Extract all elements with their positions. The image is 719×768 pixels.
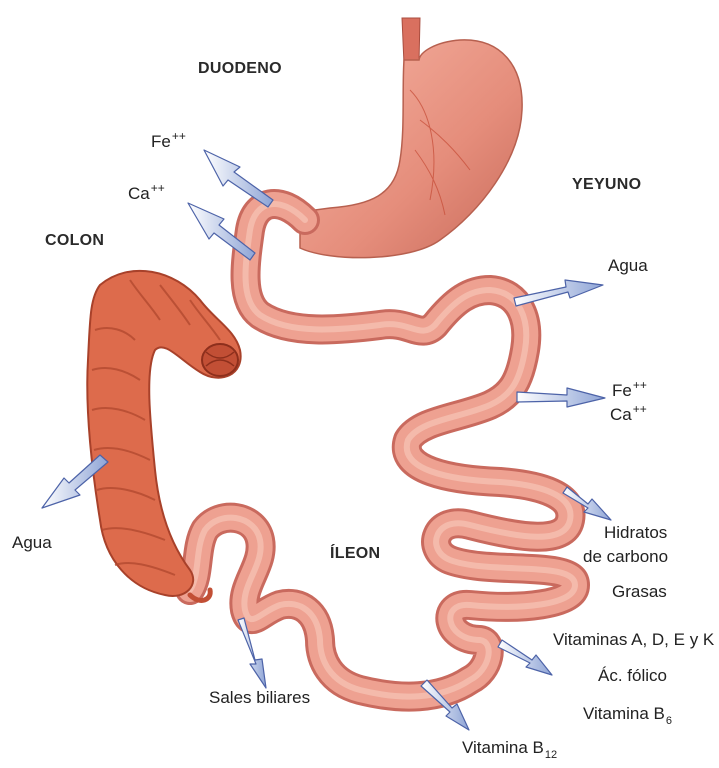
label-grasas: Grasas (612, 582, 667, 602)
label-ca-yeyuno-text: Ca (610, 405, 632, 424)
label-ca-duodeno-charge: ++ (151, 181, 165, 195)
label-vitamina-b12: Vitamina B12 (462, 738, 557, 765)
label-hidratos-line2: de carbono (583, 547, 668, 567)
label-vitamina-b12-subscript: 12 (545, 749, 557, 761)
arrow-fe-duodeno (204, 150, 273, 207)
region-ileon: ÍLEON (330, 545, 380, 563)
stomach (300, 40, 522, 258)
label-ca-duodeno: Ca++ (128, 178, 165, 204)
label-ca-duodeno-text: Ca (128, 184, 150, 203)
label-ca-yeyuno-charge: ++ (633, 402, 647, 416)
label-vitaminas: Vitaminas A, D, E y K (553, 630, 714, 650)
label-fe-yeyuno-charge: ++ (633, 378, 647, 392)
label-hidratos-line1: Hidratos (604, 523, 667, 543)
label-vitamina-b6: Vitamina B6 (583, 704, 672, 731)
region-duodeno: DUODENO (198, 60, 282, 78)
region-yeyuno: YEYUNO (572, 176, 641, 194)
label-fe-duodeno-charge: ++ (172, 129, 186, 143)
label-sales-biliares: Sales biliares (209, 688, 310, 708)
label-fe-duodeno-text: Fe (151, 132, 171, 151)
label-vitamina-b6-text: Vitamina B (583, 704, 665, 723)
label-agua-colon: Agua (12, 533, 52, 553)
label-ac-folico: Ác. fólico (598, 666, 667, 686)
arrow-vitaminas (498, 640, 552, 675)
label-fe-yeyuno: Fe++ (612, 375, 647, 401)
region-colon: COLON (45, 232, 104, 250)
esophagus (402, 18, 420, 64)
label-fe-duodeno: Fe++ (151, 126, 186, 152)
label-agua-yeyuno: Agua (608, 256, 648, 276)
colon (87, 271, 240, 596)
label-vitamina-b6-subscript: 6 (666, 715, 672, 727)
label-ca-yeyuno: Ca++ (610, 399, 647, 425)
arrow-feca-yeyuno (517, 388, 605, 407)
label-vitamina-b12-text: Vitamina B (462, 738, 544, 757)
label-fe-yeyuno-text: Fe (612, 381, 632, 400)
